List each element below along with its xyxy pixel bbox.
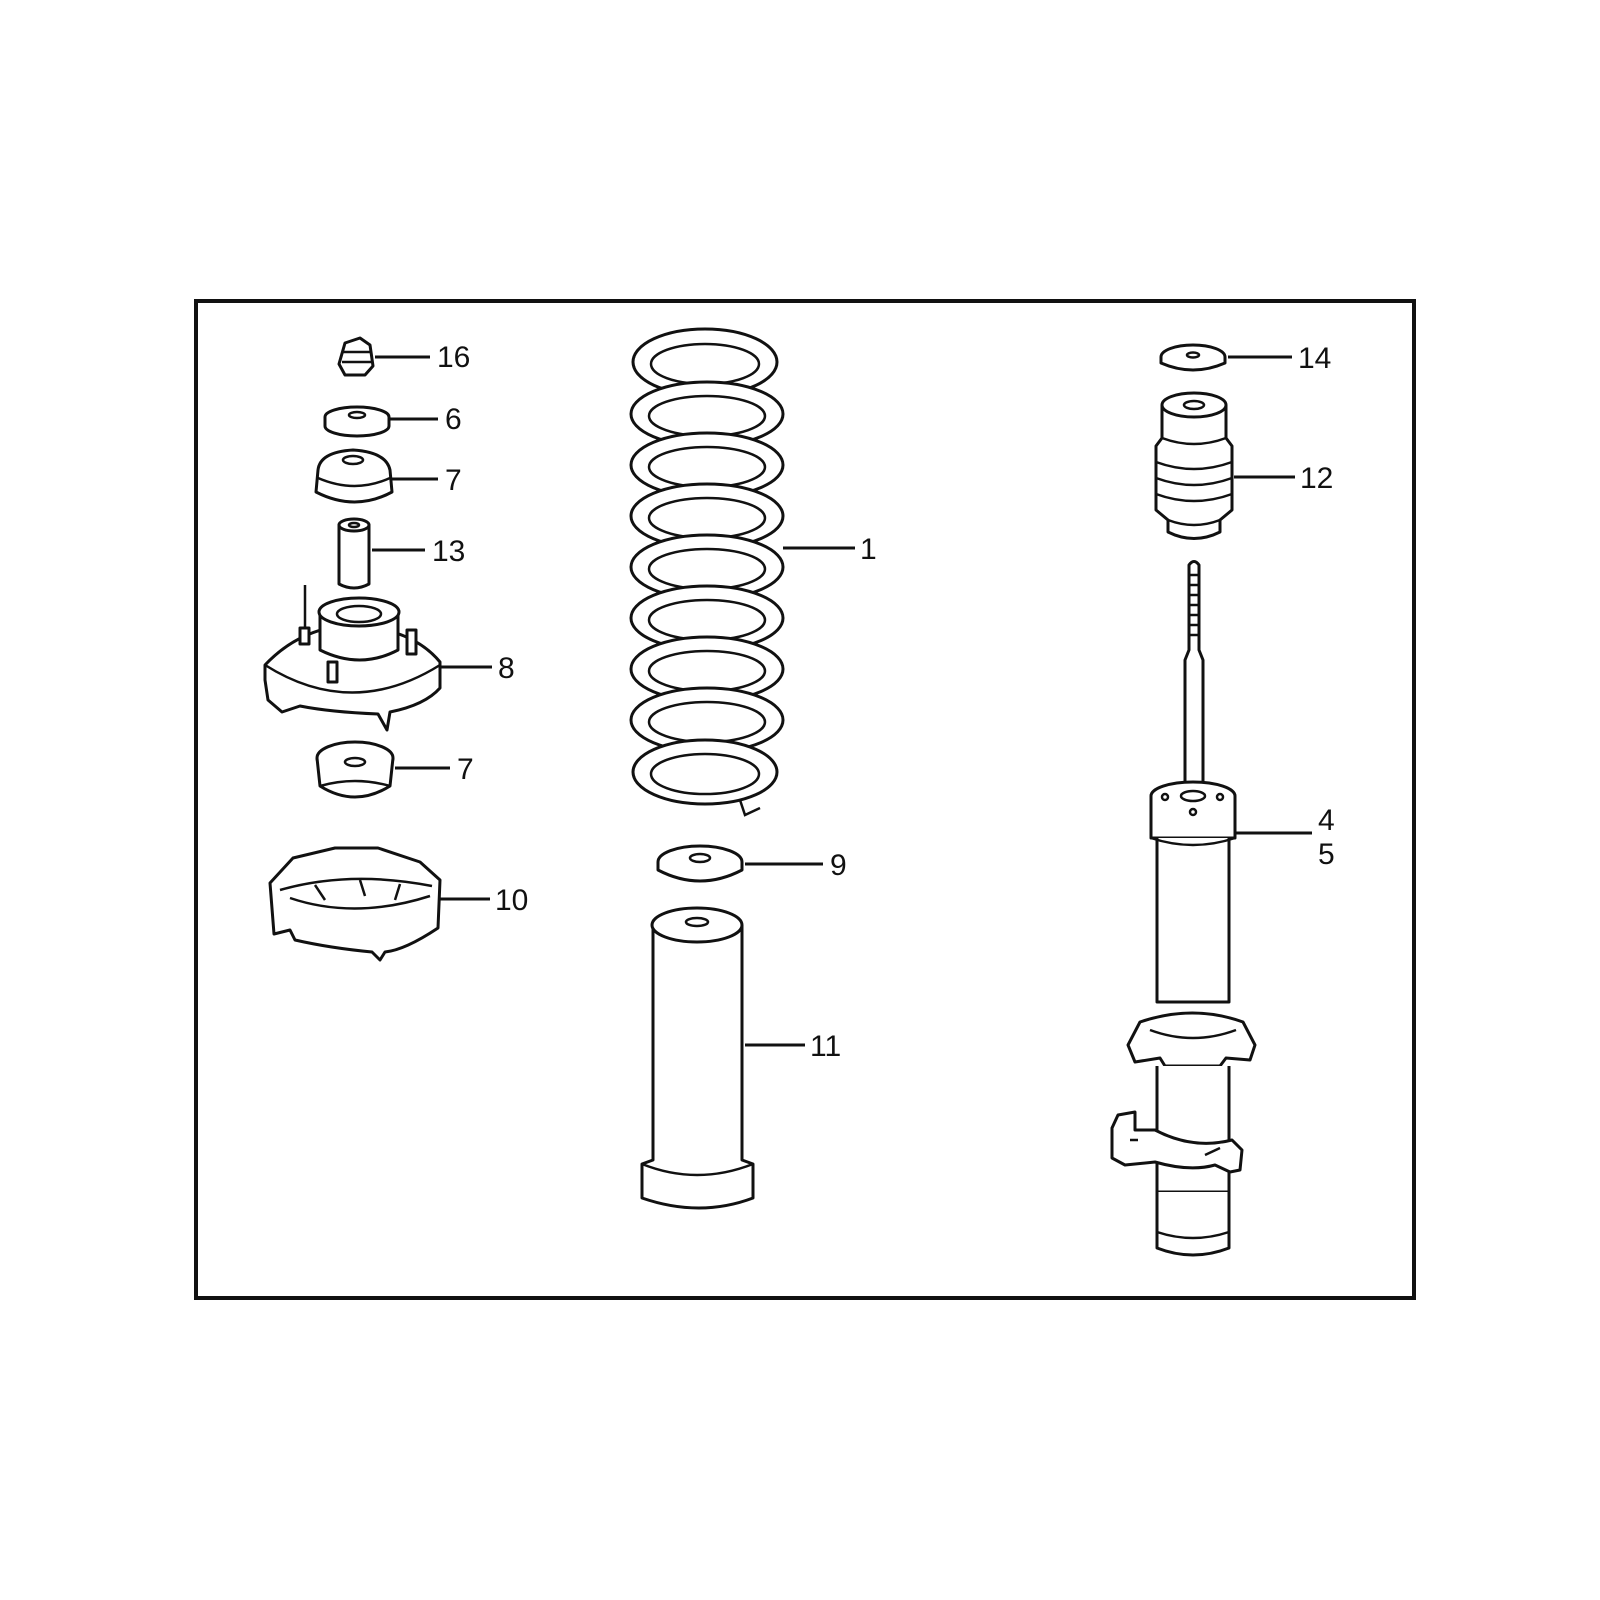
- callout-9: 9: [830, 849, 847, 882]
- part-13-collar: [337, 517, 425, 590]
- callout-8: 8: [498, 652, 515, 685]
- callout-16: 16: [437, 341, 470, 374]
- part-7-lower-mount: [315, 740, 450, 799]
- callout-7-lower: 7: [457, 753, 474, 786]
- callout-12: 12: [1300, 462, 1333, 495]
- part-1-coil-spring: [629, 327, 855, 817]
- callout-11: 11: [810, 1030, 841, 1063]
- part-7-upper-mount: [314, 448, 438, 504]
- callout-1: 1: [860, 533, 877, 566]
- part-6-washer: [323, 405, 438, 438]
- callout-6: 6: [445, 403, 462, 436]
- callout-14: 14: [1298, 342, 1331, 375]
- part-16-nut: [337, 336, 430, 377]
- part-10-spring-seat: [268, 846, 490, 962]
- callout-5: 5: [1318, 838, 1335, 871]
- part-12-bump-stop: [1154, 391, 1295, 540]
- callout-4: 4: [1318, 804, 1335, 837]
- part-11-dust-boot: [640, 906, 805, 1210]
- callout-7-upper: 7: [445, 464, 462, 497]
- part-8-mount-base: [263, 585, 492, 732]
- part-4-5-strut-assembly: [1110, 560, 1312, 1257]
- part-14-washer: [1159, 343, 1292, 372]
- callout-10: 10: [495, 884, 528, 917]
- callout-13: 13: [432, 535, 465, 568]
- part-9-washer: [656, 844, 823, 883]
